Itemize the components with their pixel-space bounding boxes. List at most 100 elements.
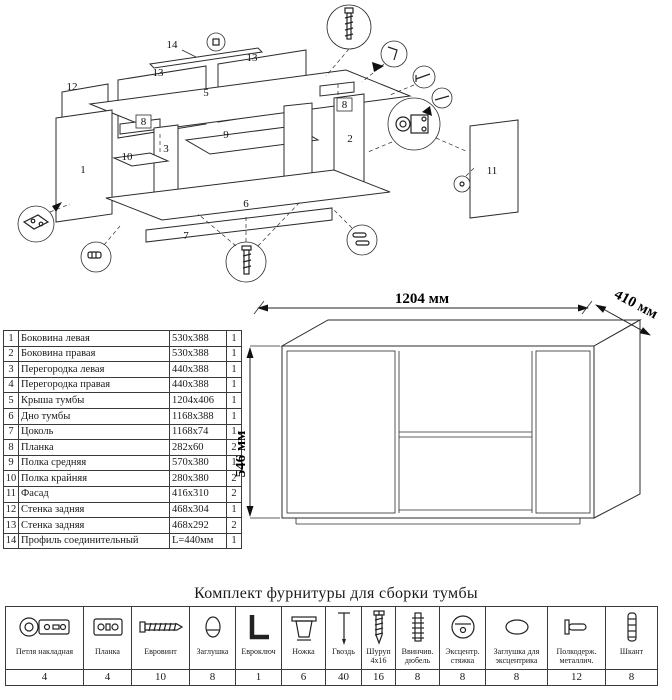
part-number: 14 (3, 532, 19, 550)
nail-icon (337, 612, 350, 645)
part-size: 468x304 (169, 501, 227, 519)
part-qty: 1 (226, 532, 242, 550)
part-qty: 2 (226, 439, 242, 456)
cabinet-right-face (593, 319, 641, 519)
hardware-item-qty: 4 (5, 669, 84, 686)
hardware-item-qty: 1 (235, 669, 282, 686)
part-name: Перегородка левая (18, 361, 170, 378)
part-number: 3 (3, 361, 19, 378)
hardware-item: Евровинт (131, 606, 190, 670)
part-size: 530x388 (169, 330, 227, 347)
part-label: 14 (167, 39, 179, 51)
dowel-icon (626, 612, 637, 642)
cap-icon (204, 616, 221, 638)
part-label: 3 (163, 143, 169, 155)
hardware-item-qty: 8 (485, 669, 548, 686)
detail-hinge (367, 97, 469, 153)
hardware-item-name: Шкант (619, 647, 644, 656)
part-number: 2 (3, 345, 19, 363)
part-size: 468x292 (169, 517, 227, 534)
hardware-item-name: Ножка (292, 647, 315, 656)
screw-icon (372, 610, 385, 645)
hardware-item-name: Ввинчив. дюбель (401, 647, 434, 665)
cam-lock-icon (450, 615, 475, 639)
part-name: Планка (18, 439, 170, 456)
profile-part (148, 47, 264, 69)
hardware-title: Комплект фурнитуры для сборки тумбы (194, 585, 478, 602)
part-number: 5 (3, 392, 19, 409)
cabinet-right-door (535, 350, 591, 514)
hardware-item: Гвоздь (325, 606, 362, 670)
part-name: Перегородка правая (18, 376, 170, 394)
part-qty: 2 (226, 485, 242, 503)
hardware-item-name: Эксцентр. стяжка (445, 647, 480, 665)
hardware-item: Ввинчив. дюбель (395, 606, 440, 670)
hardware-item: Шуруп 4x16 (361, 606, 396, 670)
hardware-kit-table: Петля накладная Планка (5, 606, 658, 686)
detail-screw-bottom (197, 201, 301, 283)
part-label: 1 (80, 164, 86, 176)
part-number: 7 (3, 423, 19, 441)
part-name: Фасад (18, 485, 170, 503)
detail-screw-upper (389, 65, 436, 96)
part-qty: 1 (226, 376, 242, 394)
part-number: 4 (3, 376, 19, 394)
left-side-panel (55, 109, 113, 223)
hardware-item: Евроключ (235, 606, 282, 670)
part-size: 1204x406 (169, 392, 227, 409)
part-label: 8 (342, 99, 348, 111)
detail-screw-top (325, 4, 372, 77)
hardware-item-qty: 8 (605, 669, 658, 686)
hardware-item-qty: 40 (325, 669, 362, 686)
hardware-item-name: Евроключ (241, 647, 276, 656)
part-name: Цоколь (18, 423, 170, 441)
part-label: 6 (243, 198, 249, 210)
leg-icon (290, 616, 317, 641)
hardware-item-qty: 8 (395, 669, 440, 686)
hardware-item-name: Заглушка (196, 647, 229, 656)
part-label: 5 (203, 87, 209, 99)
euroscrew-icon (138, 621, 183, 633)
part-number: 6 (3, 407, 19, 425)
hardware-item-name: Шуруп 4x16 (366, 647, 391, 665)
part-number: 13 (3, 517, 19, 534)
part-name: Полка крайняя (18, 470, 170, 487)
part-label: 10 (122, 151, 134, 163)
part-name: Боковина левая (18, 330, 170, 347)
part-label: 8 (141, 116, 147, 128)
hardware-item: Заглушка для эксцентрика (485, 606, 548, 670)
shelf-support-icon (563, 619, 587, 635)
dimension-width-label: 1204 мм (395, 292, 449, 307)
hardware-item: Ножка (281, 606, 326, 670)
detail-dowels-right (331, 207, 378, 256)
hardware-item-qty: 10 (131, 669, 190, 686)
part-size: 282x60 (169, 439, 227, 456)
part-number: 9 (3, 454, 19, 472)
part-size: L=440мм (169, 532, 227, 550)
hardware-item-qty: 8 (439, 669, 486, 686)
part-name: Профиль соединительный (18, 532, 170, 550)
part-label: 9 (223, 129, 229, 141)
part-label: 11 (487, 165, 498, 177)
part-label: 7 (183, 230, 189, 242)
part-label: 2 (347, 133, 353, 145)
cabinet-top-face (280, 319, 642, 347)
part-label: 12 (67, 81, 78, 93)
hardware-item-name: Заглушка для эксцентрика (493, 647, 540, 665)
detail-circle (206, 32, 226, 52)
dimension-drawing: 1204 мм 410 мм 546 мм (236, 292, 660, 525)
part-qty: 1 (226, 330, 242, 347)
part-number: 11 (3, 485, 19, 503)
hardware-item-qty: 6 (281, 669, 326, 686)
